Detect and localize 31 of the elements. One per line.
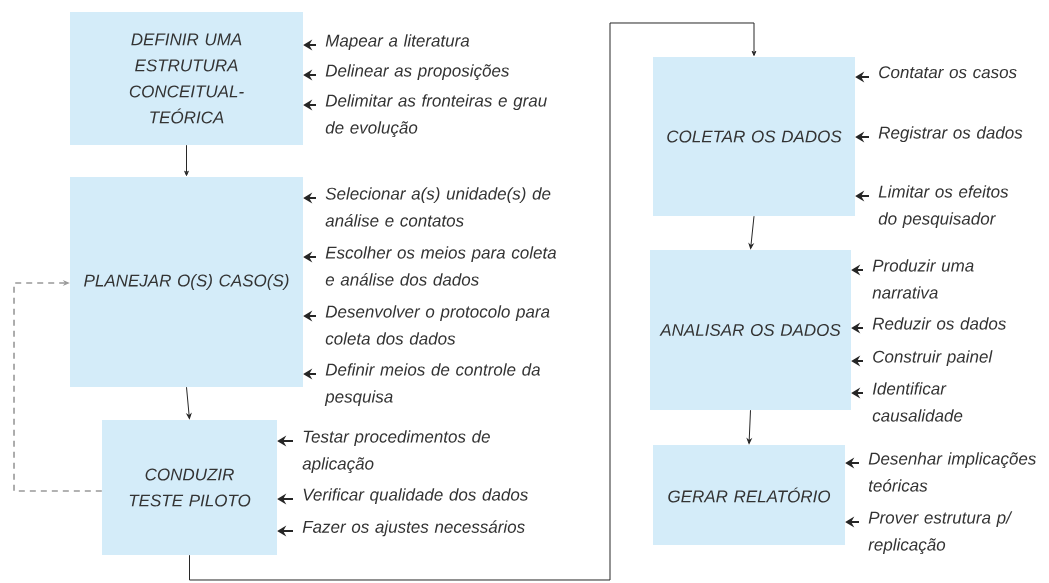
activity-text: Escolher os meios para coleta e análise dos dados [325,246,557,286]
activity-text: Produzir uma narrativa [872,259,974,299]
activity-text: Desenhar implicações teóricas [868,452,1036,492]
activity-text: Delinear as proposições [325,64,510,81]
arrow [748,215,755,250]
activity-text: Desenvolver o protocolo para coleta dos dados [325,305,550,345]
activity-text: Mapear a literatura [325,34,470,51]
activity-text: Reduzir os dados [872,317,1006,330]
step-box: ANALISAR OS DADOS [650,250,851,410]
activity-text: Fazer os ajustes necessários [302,520,525,537]
step-box: DEFINIR UMA ESTRUTURA CONCEITUAL-TEÓRICA [70,12,303,145]
arrow [746,409,752,445]
activity-text: Definir meios de controle da pesquisa [324,363,540,407]
activity-text: Selecionar a(s) unidade(s) de análise e contatos [325,187,551,227]
activity-text: Delimitar as fronteiras e grau de evolução [325,94,547,138]
step-box: COLETAR OS DADOS [653,57,855,216]
activity-text: Registrar os dados [878,126,1023,143]
arrow [186,386,192,420]
activity-text: Verificar qualidade dos dados [303,488,528,505]
feedback-arrow [13,279,103,492]
step-box: PLANEJAR O(S) CASO(S) [70,177,303,387]
activity-text: Testar procedimentos de aplicação [302,430,490,474]
step-box: CONDUZIR TESTE PILOTO [102,420,277,555]
step-box: GERAR RELATÓRIO [653,445,845,545]
arrow [184,144,189,177]
activity-text: Prover estrutura p/ replicação [868,511,1013,555]
activity-text: Contatar os casos [879,66,1017,79]
activity-text: Identificar causalidade [872,382,963,422]
connector-arrow [189,22,757,581]
activity-text: Limitar os efeitos do pesquisador [878,185,1009,229]
activity-text: Construir painel [873,350,993,367]
